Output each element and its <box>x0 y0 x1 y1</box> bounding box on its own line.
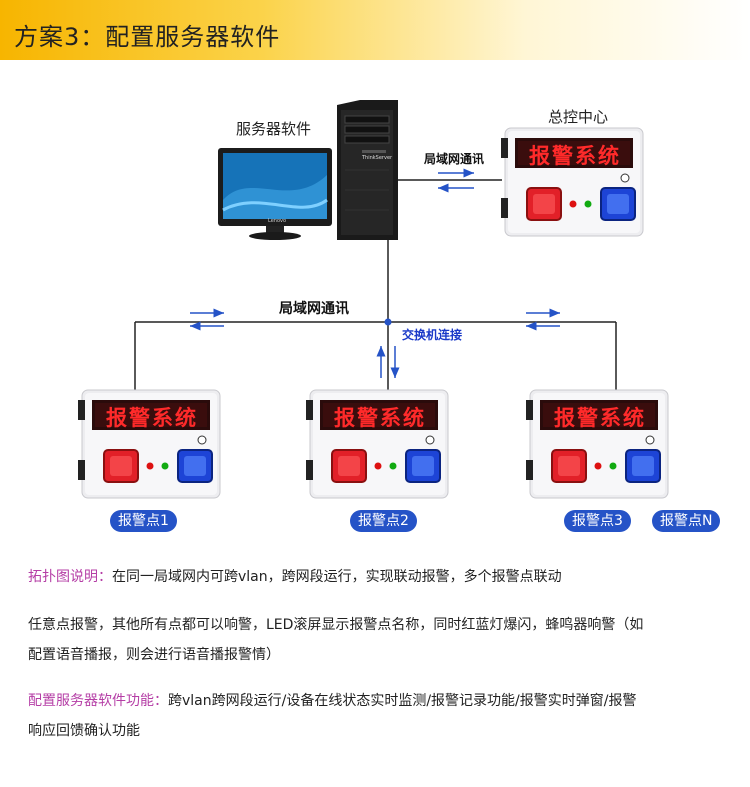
led-text-control: 报警系统 <box>529 144 621 168</box>
lan-label-main: 局域网通讯 <box>279 301 349 317</box>
lan-label-top: 局域网通讯 <box>424 152 485 166</box>
network-diagram: Lenovo ThinkServer 报警系统 报警系统 报警系统 报警系统 服… <box>0 60 750 550</box>
diagram-canvas: Lenovo ThinkServer 报警系统 报警系统 报警系统 报警系统 <box>77 100 669 499</box>
title-banner: 方案3：配置服务器软件 <box>0 0 750 60</box>
tower-brand: ThinkServer <box>361 155 393 161</box>
led-text-2: 报警系统 <box>334 406 426 430</box>
software-description: 配置服务器软件功能：跨vlan跨网段运行/设备在线状态实时监测/报警记录功能/报… <box>28 686 728 746</box>
alarm-point-2-badge: 报警点2 <box>350 510 417 532</box>
software-label: 配置服务器软件功能： <box>28 693 168 709</box>
software-text-2: 响应回馈确认功能 <box>28 723 140 739</box>
topology-description: 拓扑图说明：在同一局域网内可跨vlan，跨网段运行，实现联动报警，多个报警点联动 <box>28 562 728 592</box>
page-title: 方案3：配置服务器软件 <box>14 23 281 51</box>
alarm-line-1: 任意点报警，其他所有点都可以响警，LED滚屏显示报警点名称，同时红蓝灯爆闪，蜂鸣… <box>28 617 644 633</box>
led-text-1: 报警系统 <box>106 406 198 430</box>
alarm-point-3-badge: 报警点3 <box>564 510 631 532</box>
topology-label: 拓扑图说明： <box>28 569 112 585</box>
control-center-label: 总控中心 <box>548 108 609 126</box>
software-text-1: 跨vlan跨网段运行/设备在线状态实时监测/报警记录功能/报警实时弹窗/报警 <box>168 693 637 709</box>
alarm-description: 任意点报警，其他所有点都可以响警，LED滚屏显示报警点名称，同时红蓝灯爆闪，蜂鸣… <box>28 610 728 670</box>
server-label: 服务器软件 <box>236 120 312 138</box>
alarm-point-n-badge: 报警点N <box>652 510 721 532</box>
switch-label: 交换机连接 <box>402 328 463 342</box>
monitor-icon <box>218 148 332 240</box>
topology-text: 在同一局域网内可跨vlan，跨网段运行，实现联动报警，多个报警点联动 <box>112 569 562 585</box>
monitor-brand: Lenovo <box>268 218 286 224</box>
led-text-3: 报警系统 <box>554 406 646 430</box>
alarm-line-2: 配置语音播报，则会进行语音播报警情） <box>28 647 280 663</box>
alarm-point-1-badge: 报警点1 <box>110 510 177 532</box>
server-tower-icon <box>337 100 398 240</box>
